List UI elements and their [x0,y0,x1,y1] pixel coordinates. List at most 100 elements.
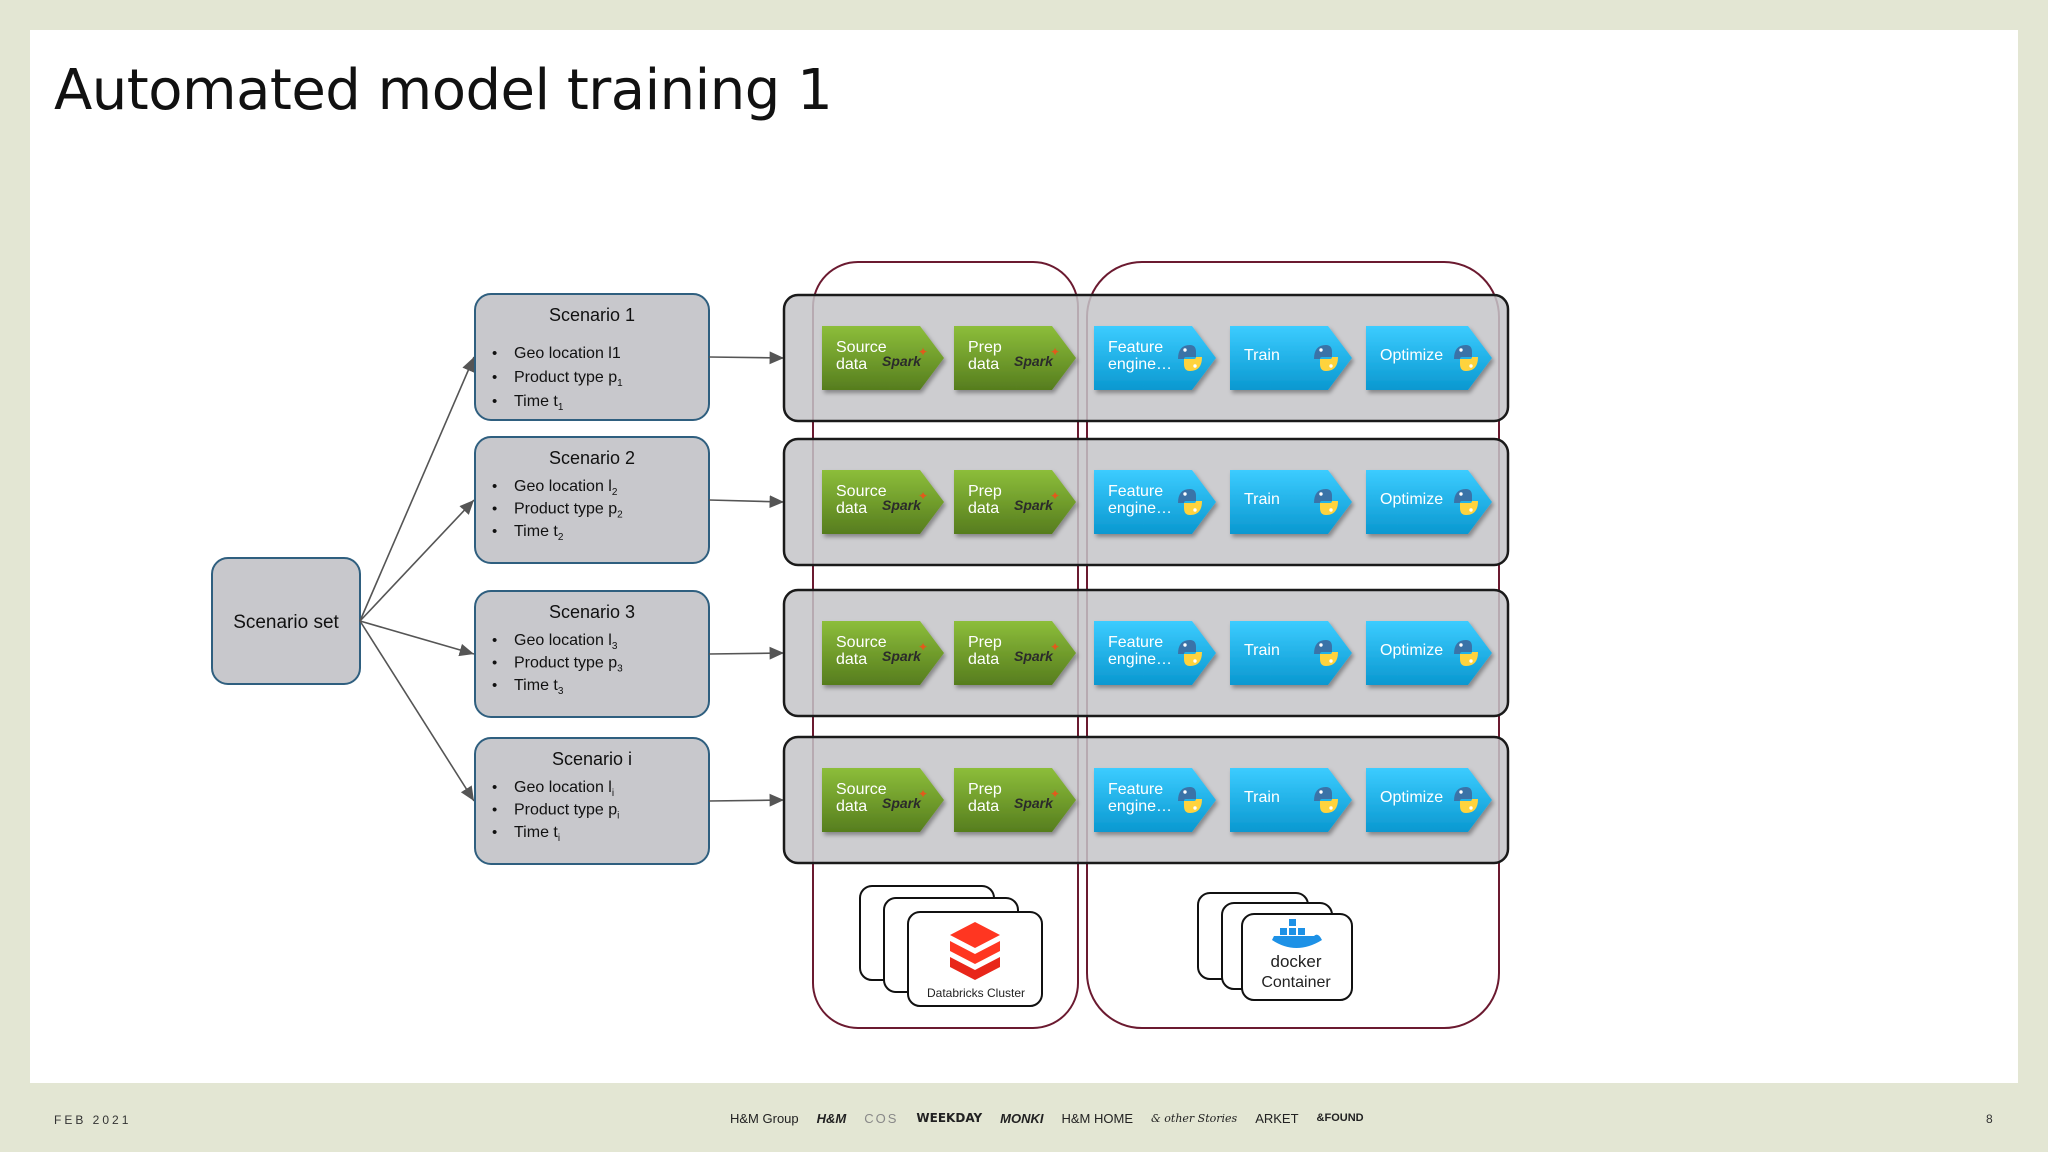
python-logo-icon [1314,345,1338,371]
slide-title: Automated model training 1 [54,58,833,123]
bullet-icon: • [492,478,497,495]
step-label: Source [836,339,887,356]
brand-logo: &FOUND [1316,1112,1364,1124]
step-label: Optimize [1380,789,1443,806]
step-label: Prep [968,483,1002,500]
spark-star-icon: ✦ [918,787,928,801]
docker-logo-text: docker [1270,952,1321,971]
spark-logo-icon: Spark [1014,497,1054,513]
step-label: data [836,798,867,815]
scenario-item: Geo location l2 [514,478,618,498]
bullet-icon: • [492,677,497,694]
pipeline-step: Optimize [1366,470,1492,534]
scenario-box-2: Scenario 2 • Geo location l2 • Product type … [474,436,710,564]
pipeline-step: Featureengine… [1094,768,1216,832]
step-label: data [968,356,999,373]
edge-root-to-scenario-1 [359,356,475,622]
python-logo-icon [1178,345,1202,371]
footer-date: FEB 2021 [54,1113,132,1127]
step-label: Train [1244,789,1280,806]
step-label: engine… [1108,500,1172,517]
bullet-icon: • [492,824,497,841]
docker-container-icon: docker Container [1197,892,1353,1001]
step-label: engine… [1108,651,1172,668]
spark-logo-icon: Spark [1014,648,1054,664]
bullet-icon: • [492,501,497,518]
python-logo-icon [1178,787,1202,813]
spark-logo-icon: Spark [882,648,922,664]
spark-star-icon: ✦ [918,489,928,503]
spark-logo-icon: Spark [882,497,922,513]
scenario-title: Scenario i [552,749,632,769]
python-logo-icon [1314,489,1338,515]
bullet-icon: • [492,369,497,386]
edge-scenario-to-pipeline-4 [708,793,785,807]
scenario-box-1: Scenario 1•Geo location l1•Product type … [474,293,710,421]
databricks-cluster-label: Databricks Cluster [927,986,1025,1000]
scenario-item: Time ti [514,824,560,844]
step-label: Prep [968,339,1002,356]
step-label: engine… [1108,356,1172,373]
pipeline-step: Train [1230,326,1352,390]
edge-root-to-scenario-4 [359,620,475,802]
scenario-item: Time t1 [514,393,564,413]
bullet-icon: • [492,523,497,540]
brand-logo: H&M Group [730,1110,799,1126]
spark-logo-icon: Spark [882,353,922,369]
step-label: data [968,651,999,668]
step-label: data [968,798,999,815]
spark-star-icon: ✦ [918,345,928,359]
pipeline-step: Featureengine… [1094,326,1216,390]
scenario-item: Product type p2 [514,501,623,521]
step-label: Source [836,483,887,500]
spark-star-icon: ✦ [1050,345,1060,359]
step-label: Optimize [1380,642,1443,659]
pipeline-step: Featureengine… [1094,470,1216,534]
step-label: Train [1244,642,1280,659]
step-label: data [836,356,867,373]
pipeline-step: Train [1230,768,1352,832]
docker-whale-icon [1272,919,1322,948]
spark-star-icon: ✦ [918,640,928,654]
brand-logo: & other Stories [1150,1111,1238,1125]
step-label: Feature [1108,339,1163,356]
pipeline-step: Optimize [1366,768,1492,832]
spark-logo-icon: Spark [1014,353,1054,369]
scenario-item: Geo location l1 [514,345,621,362]
python-logo-icon [1454,640,1478,666]
brand-logo: WEEKDAY [916,1111,983,1125]
scenario-item: Geo location li [514,779,614,799]
edge-scenario-to-pipeline-2 [708,495,785,509]
python-logo-icon [1178,489,1202,515]
scenario-set-label: Scenario set [233,612,339,633]
step-label: Prep [968,634,1002,651]
edge-scenario-to-pipeline-3 [708,646,785,660]
step-label: data [836,651,867,668]
scenario-set-node: Scenario set [211,557,361,685]
scenario-item: Time t3 [514,677,564,697]
bullet-icon: • [492,345,497,362]
brand-logo: ARKET [1255,1110,1299,1126]
scenario-title: Scenario 2 [549,448,635,468]
brand-logo: H&M [816,1110,847,1126]
python-logo-icon [1178,640,1202,666]
step-label: Feature [1108,634,1163,651]
step-label: Optimize [1380,491,1443,508]
bullet-icon: • [492,632,497,649]
spark-star-icon: ✦ [1050,489,1060,503]
scenario-title: Scenario 3 [549,602,635,622]
bullet-icon: • [492,393,497,410]
scenario-item: Time t2 [514,523,564,543]
step-label: Prep [968,781,1002,798]
bullet-icon: • [492,779,497,796]
brand-logo: H&M HOME [1061,1110,1133,1126]
